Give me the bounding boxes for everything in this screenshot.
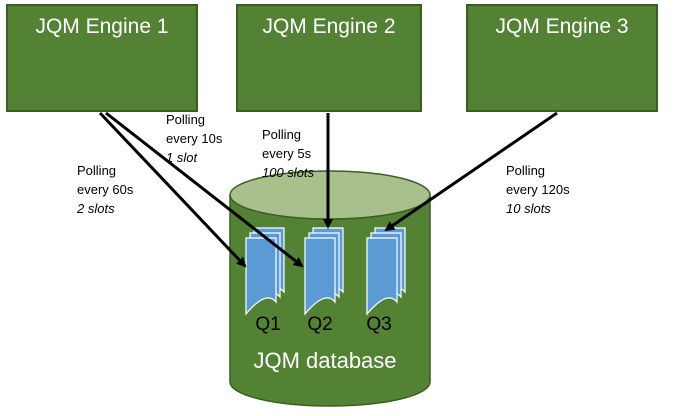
- poll-note-60s: Polling every 60s 2 slots: [76, 163, 134, 216]
- poll-note-10s: Polling every 10s 1 slot: [166, 112, 223, 165]
- poll-5s-line1: Polling: [262, 127, 301, 142]
- arrow-engine1-to-q2: [105, 111, 304, 268]
- queue-q2-stack: Q2: [304, 227, 344, 335]
- engine-3-box: JQM Engine 3: [466, 4, 658, 112]
- poll-60s-slots: 2 slots: [76, 201, 115, 216]
- database-label: JQM database: [253, 348, 396, 373]
- poll-note-5s: Polling every 5s 100 slots: [262, 127, 315, 180]
- poll-120s-slots: 10 slots: [506, 201, 551, 216]
- poll-10s-line2: every 10s: [166, 131, 223, 146]
- poll-5s-line2: every 5s: [262, 146, 312, 161]
- poll-120s-line1: Polling: [506, 163, 545, 178]
- queue-q2-label: Q2: [307, 314, 332, 335]
- poll-60s-line1: Polling: [77, 163, 116, 178]
- poll-10s-line1: Polling: [166, 112, 205, 127]
- queue-q3-stack: Q3: [366, 227, 406, 335]
- queue-q1-label: Q1: [255, 314, 280, 335]
- arrow-engine3-to-q3: [384, 111, 558, 232]
- arrow-engine1-to-q1: [98, 111, 247, 268]
- engine-3-label: JQM Engine 3: [495, 15, 628, 38]
- poll-10s-slots: 1 slot: [166, 150, 198, 165]
- poll-note-120s: Polling every 120s 10 slots: [506, 163, 570, 216]
- queue-q3-label: Q3: [366, 314, 391, 335]
- engine-2-label: JQM Engine 2: [262, 15, 395, 38]
- poll-5s-slots: 100 slots: [262, 165, 315, 180]
- poll-120s-line2: every 120s: [506, 182, 570, 197]
- engine-1-box: JQM Engine 1: [6, 4, 198, 112]
- engine-1-label: JQM Engine 1: [35, 15, 168, 38]
- queue-q1-stack: Q1: [245, 227, 285, 335]
- engine-2-box: JQM Engine 2: [236, 4, 422, 112]
- poll-60s-line2: every 60s: [77, 182, 134, 197]
